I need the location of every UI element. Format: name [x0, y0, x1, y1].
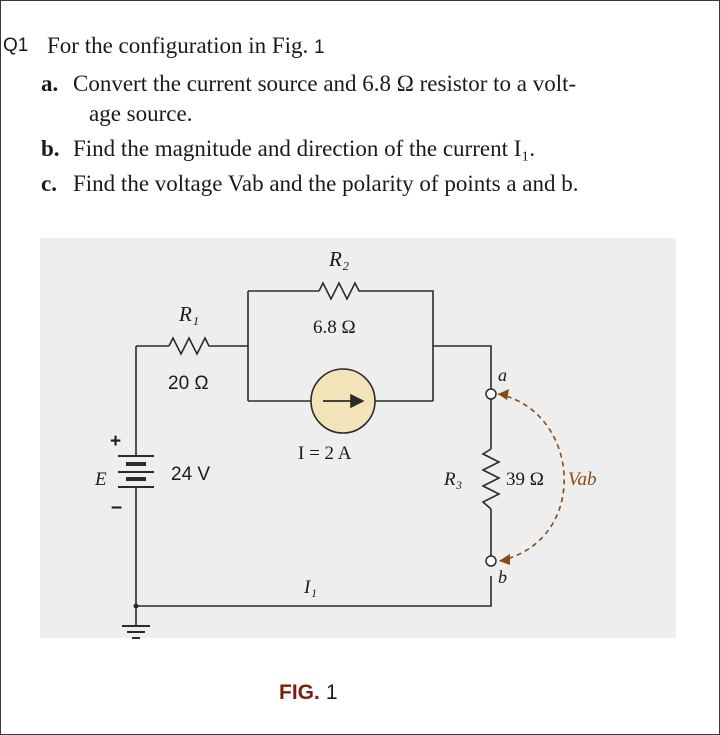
figure-caption-number: 1	[325, 681, 338, 704]
part-a: a. Convert the current source and 6.8 Ω r…	[41, 71, 576, 97]
r2-value: 6.8 Ω	[313, 317, 356, 338]
vab-arrowhead-a	[498, 389, 509, 400]
circuit-background	[40, 238, 676, 638]
r3-label: R₃	[443, 469, 462, 490]
part-c-label: c.	[41, 171, 57, 196]
part-a-label: a.	[41, 71, 59, 96]
loop-current-label: I₁	[303, 577, 317, 598]
wires	[135, 290, 492, 626]
part-a-continued: age source.	[89, 101, 192, 127]
figure-caption: FIG.1	[279, 681, 338, 705]
r3-value: 39 Ω	[506, 469, 544, 490]
ground-icon	[122, 625, 150, 639]
wire-right-upper	[433, 345, 492, 389]
wire-bottom-loop	[135, 487, 492, 607]
current-source-label: I = 2 A	[298, 443, 352, 464]
resistor-r3	[481, 448, 501, 510]
r1-label: R₁	[178, 302, 199, 326]
vab-voltage-arrow	[497, 393, 565, 562]
wire-r2-right	[363, 290, 434, 401]
vab-label: Vab	[568, 469, 597, 490]
question-number: Q1	[3, 35, 29, 56]
question-stem-text: For the configuration in Fig.	[47, 33, 309, 58]
figure-caption-word: FIG.	[279, 681, 320, 704]
part-b-label: b.	[41, 136, 60, 161]
node-a-label: a	[498, 365, 507, 385]
part-a-text-continued: age source.	[89, 101, 193, 126]
r1-value: 20 Ω	[168, 373, 209, 394]
vab-arrowhead-b	[499, 554, 510, 565]
terminal-b	[485, 555, 497, 567]
resistor-r2	[318, 281, 363, 301]
part-c: c. Find the voltage Vab and the polarity …	[41, 171, 578, 197]
part-b: b. Find the magnitude and direction of th…	[41, 136, 535, 162]
source-value: 24 V	[171, 464, 210, 485]
terminal-a	[485, 388, 497, 400]
battery-e	[118, 455, 154, 488]
part-b-text: Find the magnitude and direction of the …	[73, 136, 536, 161]
question-stem: For the configuration in Fig. 1	[47, 33, 325, 59]
resistor-r1	[168, 336, 213, 356]
source-label: E	[94, 469, 107, 490]
part-a-text: Convert the current source and 6.8 Ω res…	[73, 71, 577, 96]
figure-reference: 1	[314, 37, 325, 58]
part-c-text: Find the voltage Vab and the polarity of…	[73, 171, 579, 196]
node-b-label: b	[498, 567, 507, 587]
plus-sign: +	[110, 431, 121, 452]
ground-junction	[133, 603, 139, 609]
r2-label: R₂	[328, 247, 349, 271]
minus-sign: –	[111, 496, 122, 518]
